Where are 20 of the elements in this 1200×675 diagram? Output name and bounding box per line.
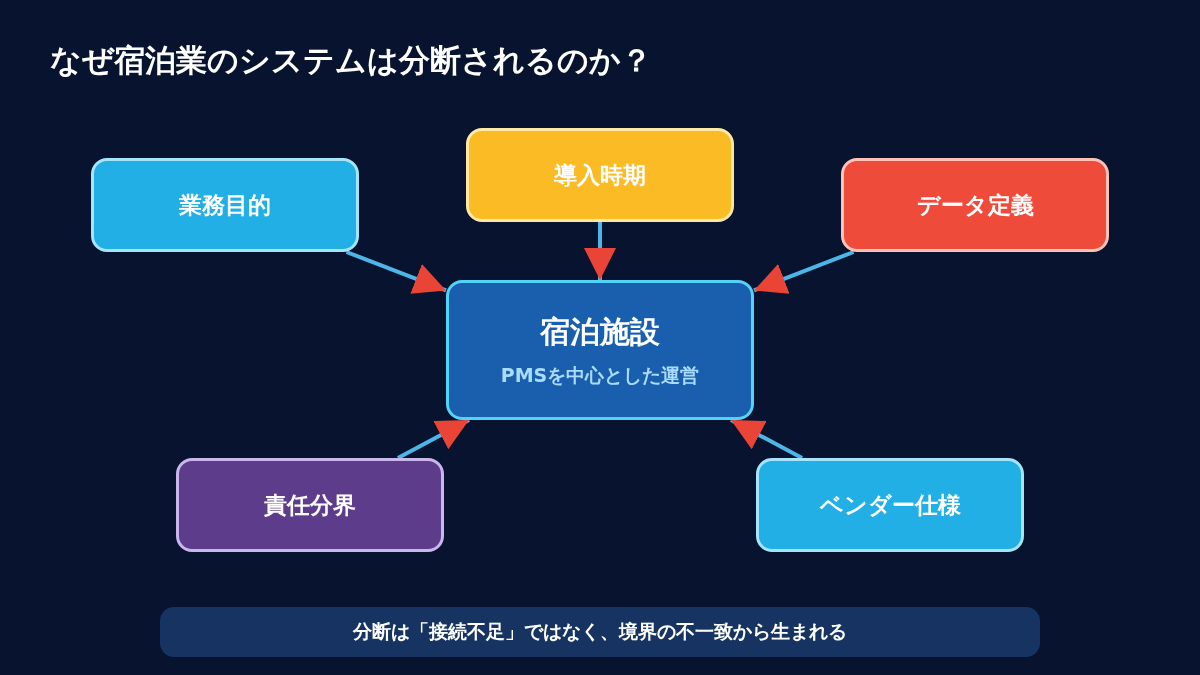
factor-box [466, 128, 734, 222]
box-title: 導入時期 [554, 160, 646, 190]
summary-banner: 分断は「接続不足」ではなく、境界の不一致から生まれる [160, 607, 1040, 657]
factor-box [176, 458, 444, 552]
box-title: 宿泊施設 [540, 312, 660, 351]
box-title: 業務目的 [179, 190, 271, 220]
box-title: ベンダー仕様 [819, 490, 961, 520]
arrow [753, 250, 855, 294]
arrow [584, 222, 616, 280]
central-box [446, 280, 754, 420]
factor-box [841, 158, 1109, 252]
title: なぜ宿泊業のシステムは分断されるのか？ [50, 41, 652, 80]
box-subtitle: PMSを中心とした運営 [500, 362, 700, 388]
arrow [730, 418, 803, 460]
factor-box [756, 458, 1024, 552]
arrow [397, 418, 470, 460]
arrow [345, 250, 447, 294]
factor-box [91, 158, 359, 252]
box-title: 責任分界 [264, 490, 356, 520]
box-title: データ定義 [916, 190, 1034, 220]
